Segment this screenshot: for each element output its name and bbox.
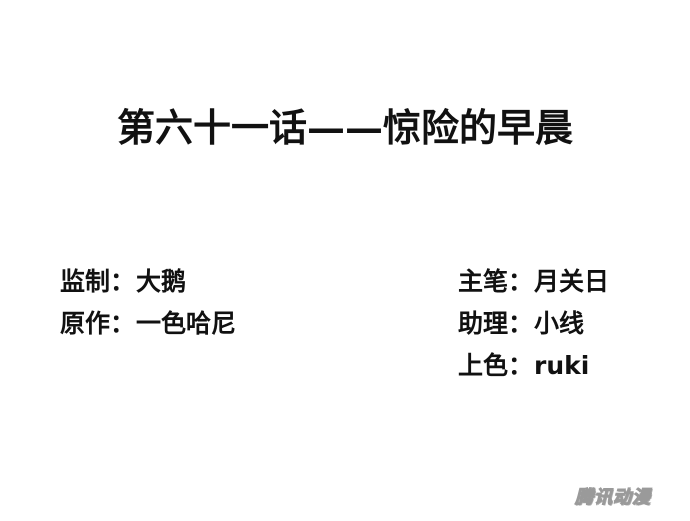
credit-person: 小线 bbox=[534, 309, 585, 338]
watermark-logo: 腾讯动漫 bbox=[575, 487, 651, 509]
credits-left-column: 监制：大鹅 原作：一色哈尼 bbox=[60, 261, 236, 345]
credit-person: 一色哈尼 bbox=[136, 309, 237, 338]
credit-separator: ： bbox=[110, 267, 136, 296]
credit-separator: ： bbox=[508, 309, 534, 338]
credit-role: 主笔 bbox=[458, 267, 509, 296]
credit-supervisor: 监制：大鹅 bbox=[60, 261, 236, 303]
credit-separator: ： bbox=[508, 351, 534, 380]
credit-role: 监制 bbox=[60, 267, 111, 296]
credit-separator: ： bbox=[508, 267, 534, 296]
credit-colorist: 上色：ruki bbox=[458, 345, 609, 387]
chapter-title: 第六十一话——惊险的早晨 bbox=[116, 105, 573, 150]
credit-person: 月关日 bbox=[534, 267, 610, 296]
credit-role: 上色 bbox=[458, 351, 509, 380]
credit-role: 助理 bbox=[458, 309, 509, 338]
credit-person: ruki bbox=[534, 351, 590, 380]
credit-separator: ： bbox=[110, 309, 136, 338]
credit-lead-artist: 主笔：月关日 bbox=[458, 261, 609, 303]
credit-original-author: 原作：一色哈尼 bbox=[60, 303, 236, 345]
credit-role: 原作 bbox=[60, 309, 111, 338]
credit-person: 大鹅 bbox=[136, 267, 187, 296]
credits-right-column: 主笔：月关日 助理：小线 上色：ruki bbox=[458, 261, 609, 387]
credit-assistant: 助理：小线 bbox=[458, 303, 609, 345]
